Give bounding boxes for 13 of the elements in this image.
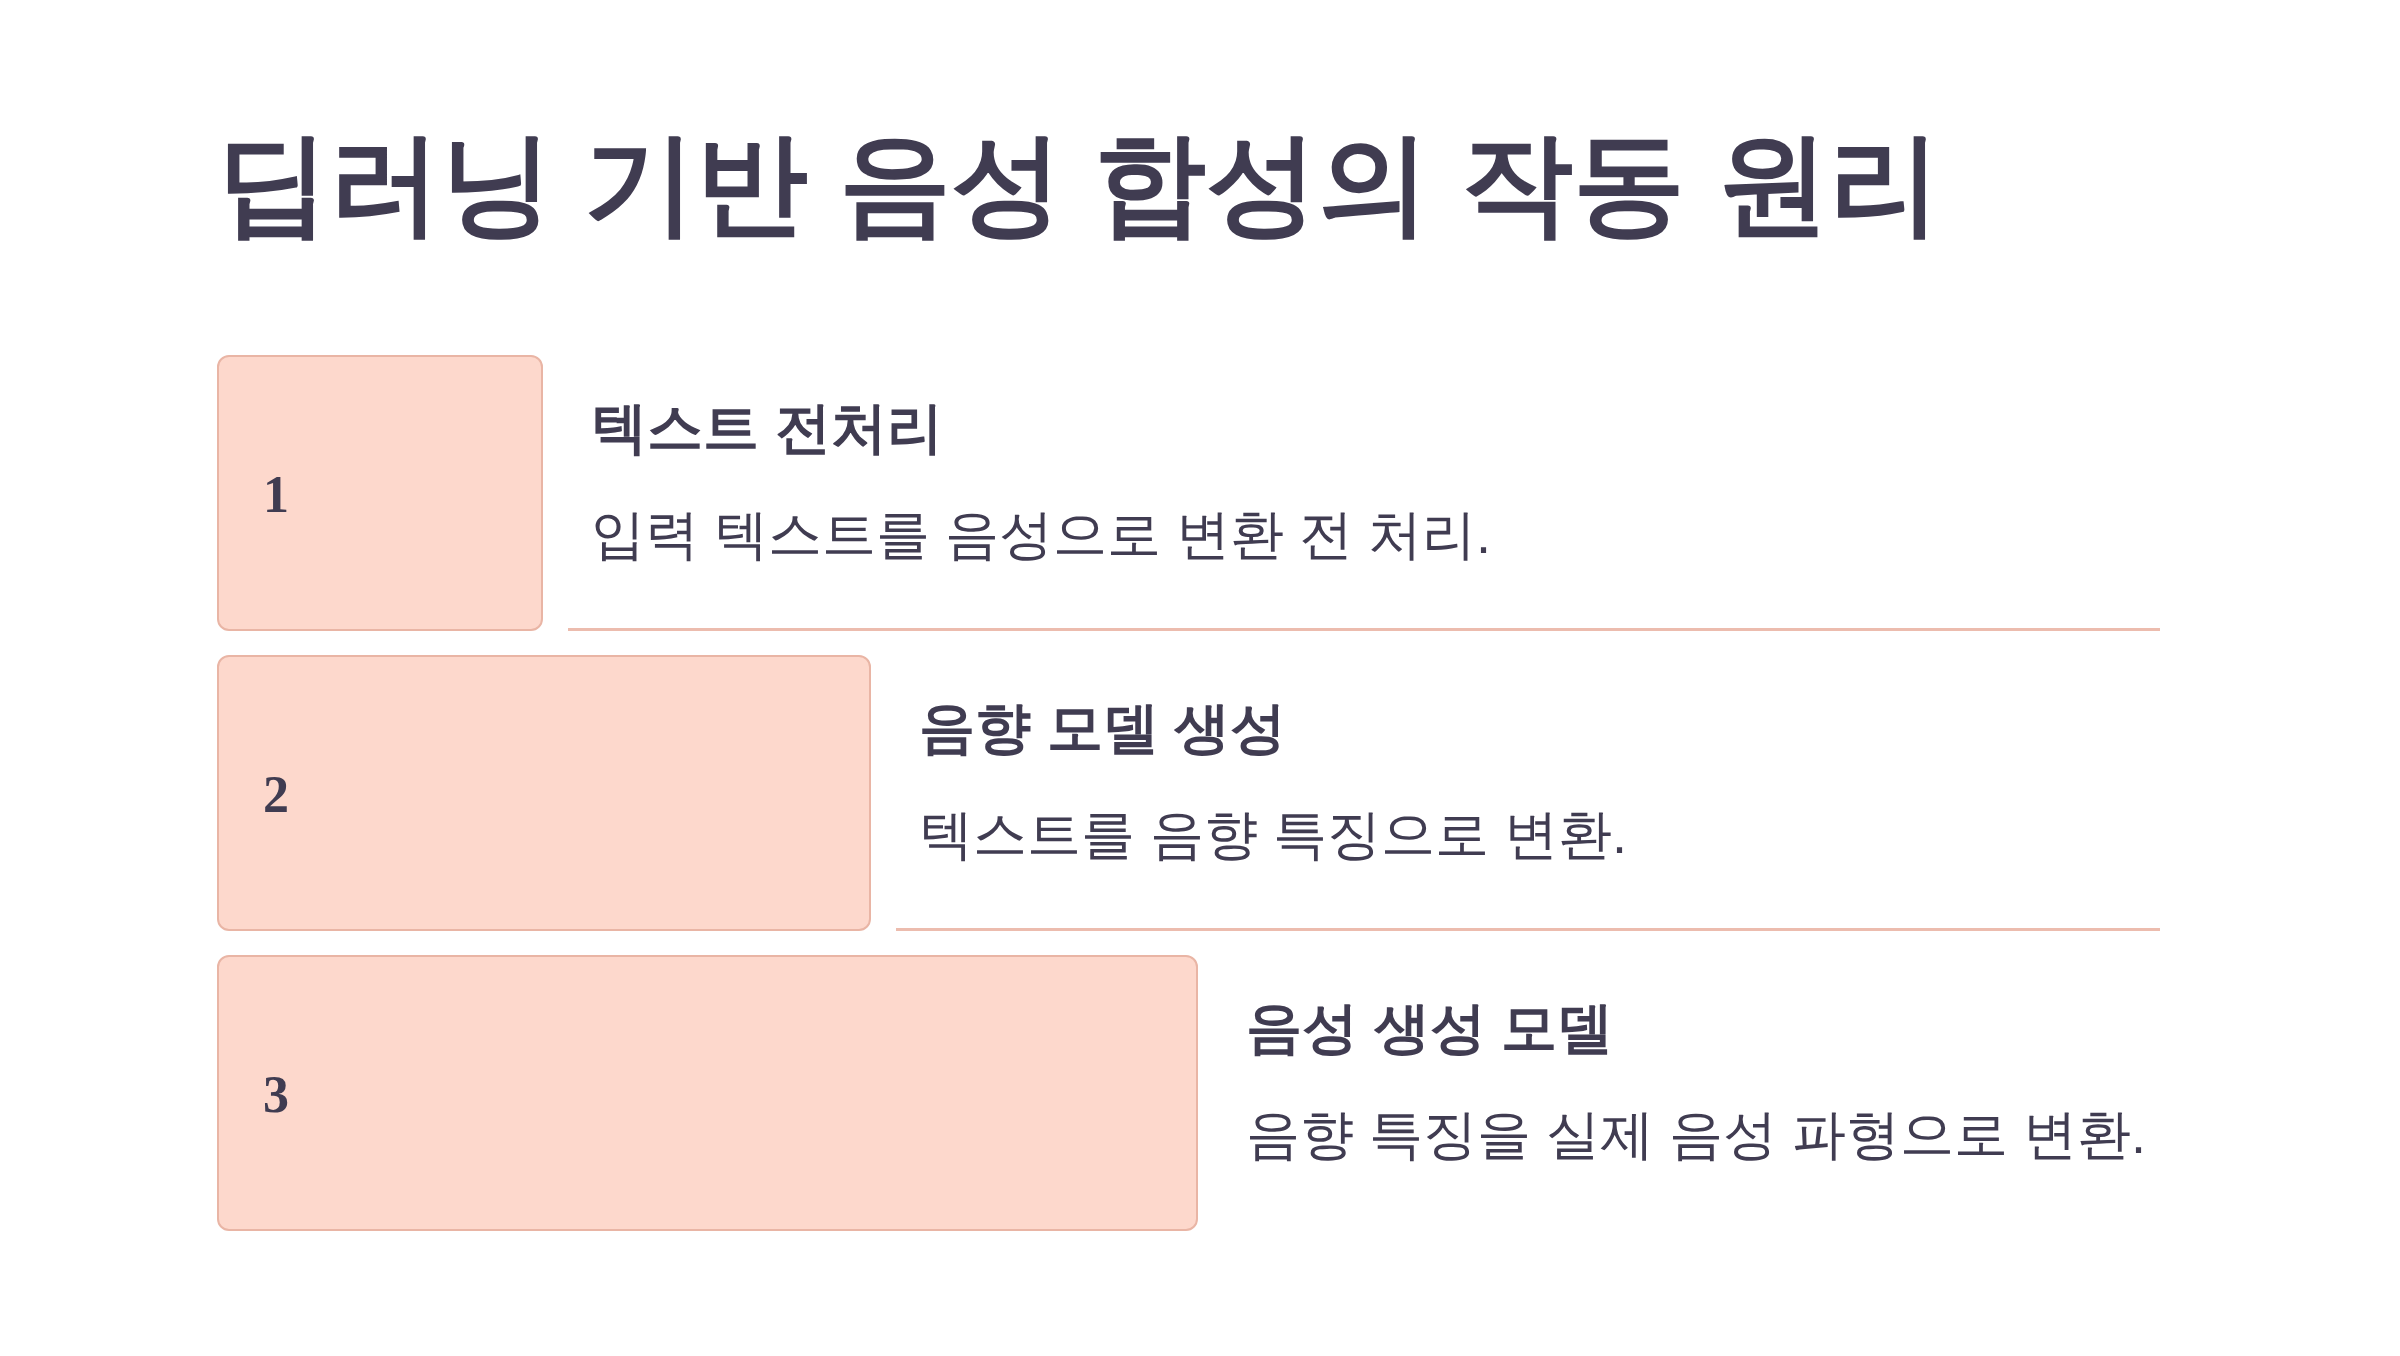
step-description: 텍스트를 음향 특징으로 변환. xyxy=(919,805,1627,865)
step-heading: 음성 생성 모델 xyxy=(1246,997,1614,1059)
step-heading: 텍스트 전처리 xyxy=(591,397,943,459)
step-description: 음향 특징을 실제 음성 파형으로 변환. xyxy=(1246,1105,2147,1165)
step-box xyxy=(217,955,1198,1231)
slide-title: 딥러닝 기반 음성 합성의 작동 원리 xyxy=(217,122,1941,246)
step-box xyxy=(217,655,871,931)
step-number: 3 xyxy=(263,1069,289,1121)
step-description: 입력 텍스트를 음성으로 변환 전 처리. xyxy=(591,505,1492,565)
step-number: 1 xyxy=(263,469,289,521)
step-heading: 음향 모델 생성 xyxy=(919,697,1287,759)
step-box xyxy=(217,355,543,631)
step-number: 2 xyxy=(263,769,289,821)
